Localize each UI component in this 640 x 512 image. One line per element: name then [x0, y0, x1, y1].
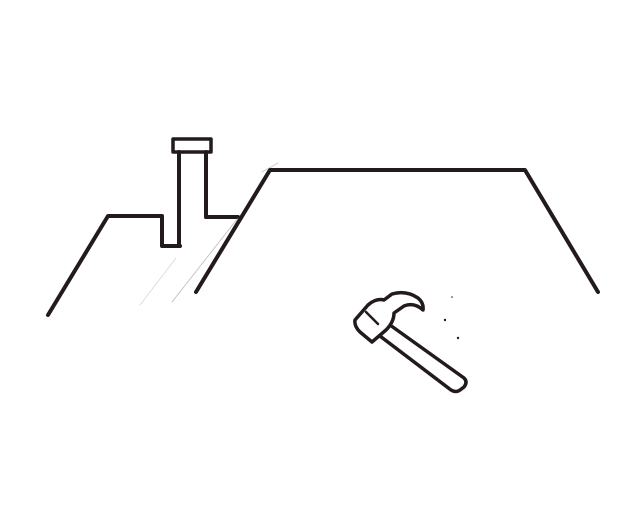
- hammer-icon: [353, 290, 468, 394]
- left-roof-outline: [46, 214, 182, 317]
- hammer-head: [353, 290, 425, 344]
- sketch-specks: [443, 296, 460, 340]
- chimney-icon: [171, 137, 213, 248]
- left-roof: [46, 214, 240, 317]
- chimney-cap: [171, 137, 213, 154]
- sketch-guidelines: [139, 162, 279, 306]
- hammer-head-divider: [364, 310, 380, 326]
- main-roof-outline: [194, 168, 600, 294]
- hammer-handle: [370, 318, 468, 394]
